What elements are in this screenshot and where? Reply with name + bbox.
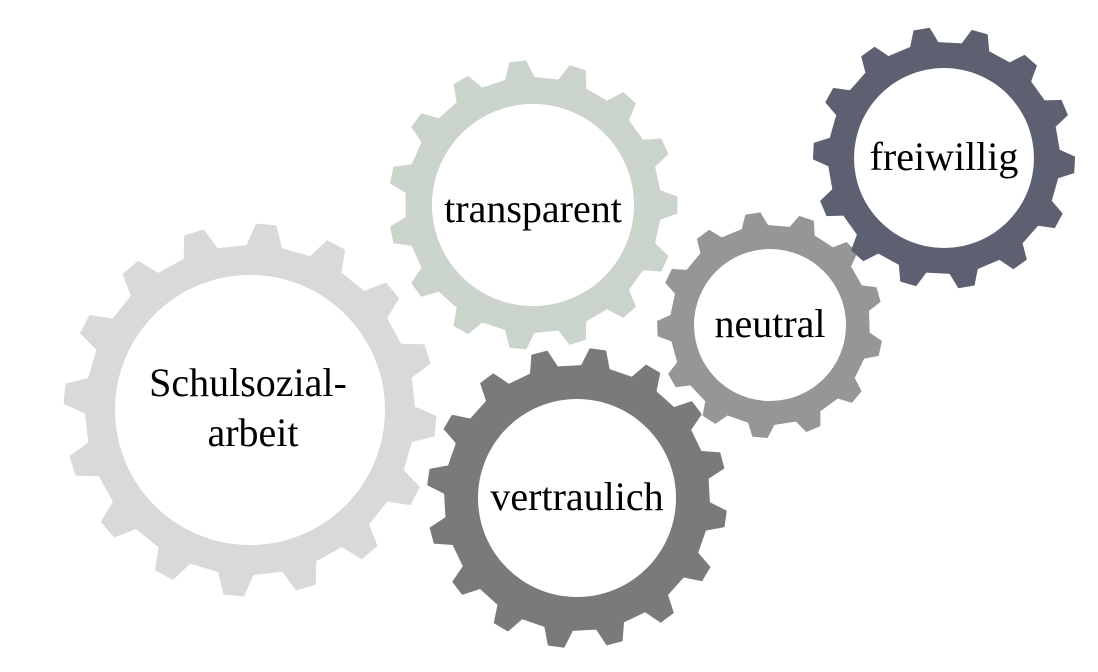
gear-vertraulich: vertraulich [427,348,727,648]
gear-vertraulich-icon [427,348,727,648]
gear-label-vertraulich-line-1: vertraulich [490,474,663,519]
gear-label-transparent: transparent [444,186,622,231]
gear-label-freiwillig-line-1: freiwillig [870,134,1019,179]
gear-label-freiwillig: freiwillig [870,134,1019,179]
gear-label-schulsozialarbeit-line-2: arbeit [207,410,298,455]
gear-transparent: transparent [390,60,678,350]
gear-label-schulsozialarbeit: Schulsozial- arbeit [149,360,357,455]
gear-label-neutral: neutral [714,301,825,346]
gear-label-transparent-line-1: transparent [444,186,622,231]
gear-neutral-icon [657,212,882,438]
gear-schulsozialarbeit: Schulsozial- arbeit [63,223,437,597]
gear-freiwillig-icon [812,27,1076,289]
gear-label-schulsozialarbeit-line-1: Schulsozial- [149,360,347,405]
gear-label-neutral-line-1: neutral [714,301,825,346]
gear-freiwillig: freiwillig [812,27,1076,289]
gear-neutral: neutral [657,212,882,438]
gear-label-vertraulich: vertraulich [490,474,663,519]
gear-transparent-icon [390,60,678,350]
